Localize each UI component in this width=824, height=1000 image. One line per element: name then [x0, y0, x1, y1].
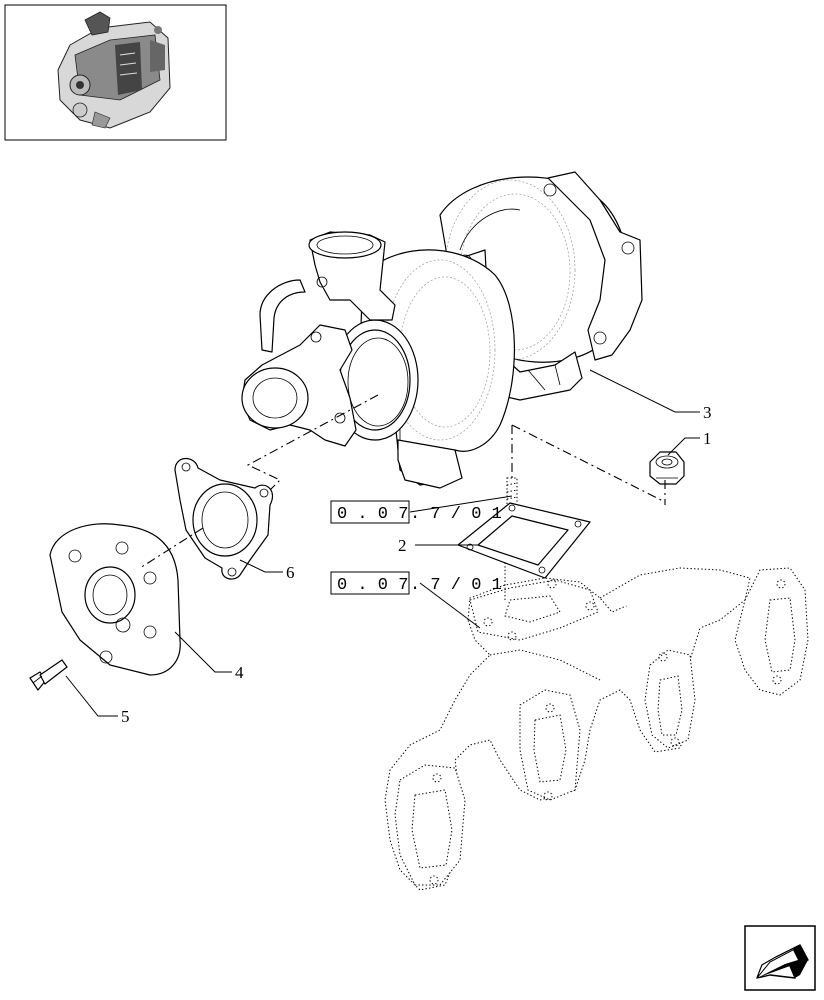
flange-gasket[interactable]	[174, 457, 274, 580]
turbo-gasket[interactable]	[457, 502, 591, 579]
callout-3: 3	[703, 403, 712, 422]
callout-5: 5	[121, 707, 130, 726]
cross-reference-2[interactable]: 0 . 0 7 . 7 / 0 1	[330, 571, 502, 595]
callout-2: 2	[398, 536, 407, 555]
cross-reference-1-boxed: 0 . 0 7	[337, 505, 408, 524]
assembly-centerlines	[139, 394, 666, 569]
next-page-button[interactable]	[744, 925, 816, 991]
engine-thumbnail[interactable]	[4, 4, 227, 141]
turbocharger[interactable]	[241, 171, 643, 489]
callout-4: 4	[235, 663, 244, 682]
engine-thumbnail-icon	[57, 11, 171, 129]
cross-reference-2-suffix: . 7 / 0 1	[410, 576, 502, 595]
cross-reference-2-boxed: 0 . 0 7	[337, 576, 408, 595]
callout-6: 6	[286, 563, 295, 582]
screw[interactable]	[29, 659, 68, 691]
cross-reference-1[interactable]: 0 . 0 7 . 7 / 0 1	[330, 500, 502, 524]
adapter-plate[interactable]	[49, 523, 181, 676]
arrow-icon	[756, 944, 809, 979]
callout-labels: 1 2 3 4 5 6	[121, 403, 712, 726]
flange-nut[interactable]	[649, 451, 685, 485]
leader-lines	[65, 369, 700, 717]
exhaust-manifold	[384, 540, 809, 891]
callout-1: 1	[703, 429, 712, 448]
cross-reference-1-suffix: . 7 / 0 1	[410, 505, 502, 524]
